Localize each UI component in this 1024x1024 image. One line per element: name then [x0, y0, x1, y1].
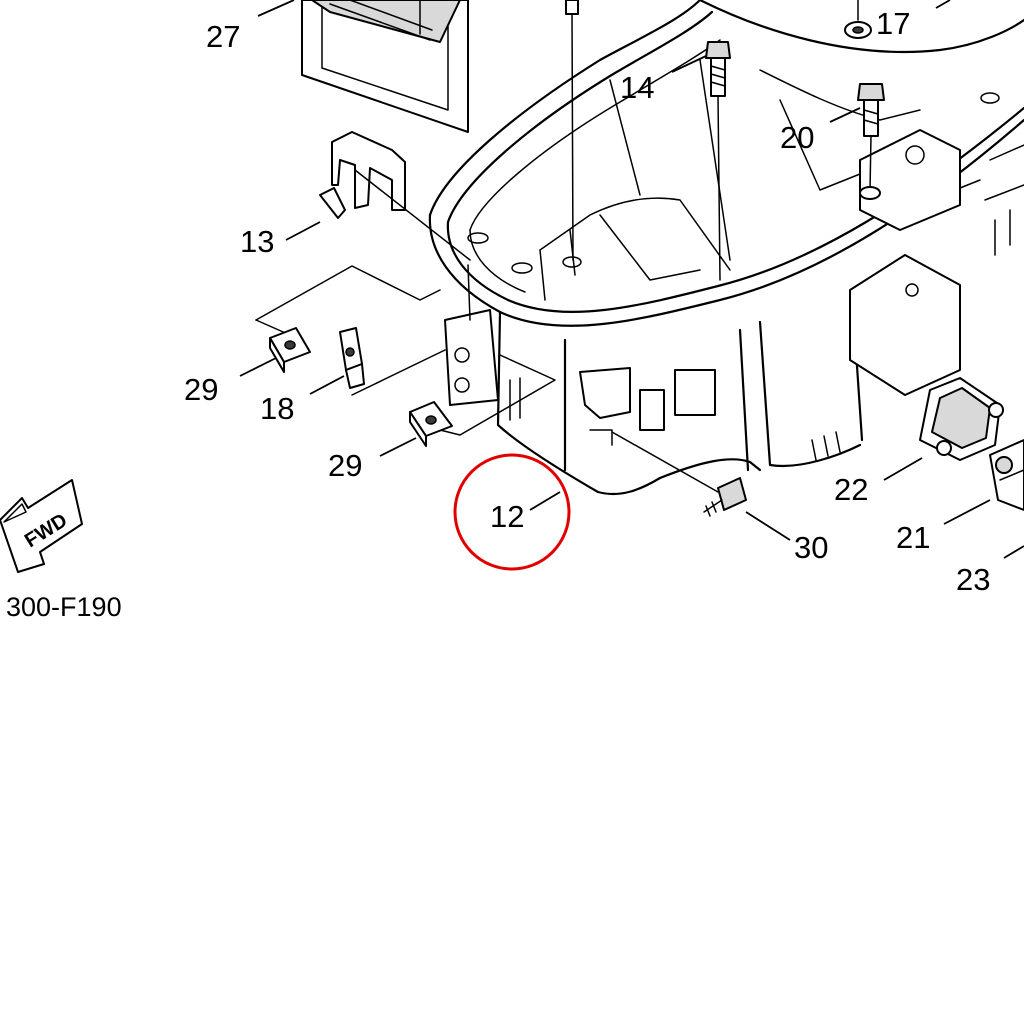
callout-18: 18 [260, 391, 294, 426]
fwd-arrow-icon: FWD [0, 479, 83, 573]
part-29-nut-upper [239, 327, 311, 377]
callout-29-upper: 29 [184, 372, 218, 407]
callout-14: 14 [620, 70, 654, 105]
callout-30: 30 [794, 530, 828, 565]
part-22-bracket [883, 377, 1004, 481]
part-29-nut-lower [379, 401, 453, 457]
callout-22: 22 [834, 472, 868, 507]
part-14-bolt [671, 41, 731, 281]
assembly-guide-lines [255, 264, 556, 436]
long-screw [565, 0, 579, 261]
callout-17: 17 [876, 6, 910, 41]
part-30-screw [611, 431, 791, 541]
callout-23: 23 [956, 562, 990, 597]
callout-29-lower: 29 [328, 448, 362, 483]
part-12-bottom-cowling [428, 0, 1024, 496]
highlight-circle [453, 453, 571, 571]
part-20-bolt [829, 83, 885, 200]
part-21-hardware [943, 439, 1024, 525]
part-18-clip [309, 327, 365, 395]
callout-27: 27 [206, 19, 240, 54]
diagram-code: 300-F190 [6, 592, 122, 622]
callout-12: 12 [490, 499, 524, 534]
part-13-clip [285, 131, 471, 261]
part-27-cover-plate [257, 0, 469, 133]
part-17-grommet [844, 0, 951, 39]
callout-21: 21 [896, 520, 930, 555]
callout-13: 13 [240, 224, 274, 259]
callout-20: 20 [780, 120, 814, 155]
part-23-hardware [1003, 545, 1024, 559]
